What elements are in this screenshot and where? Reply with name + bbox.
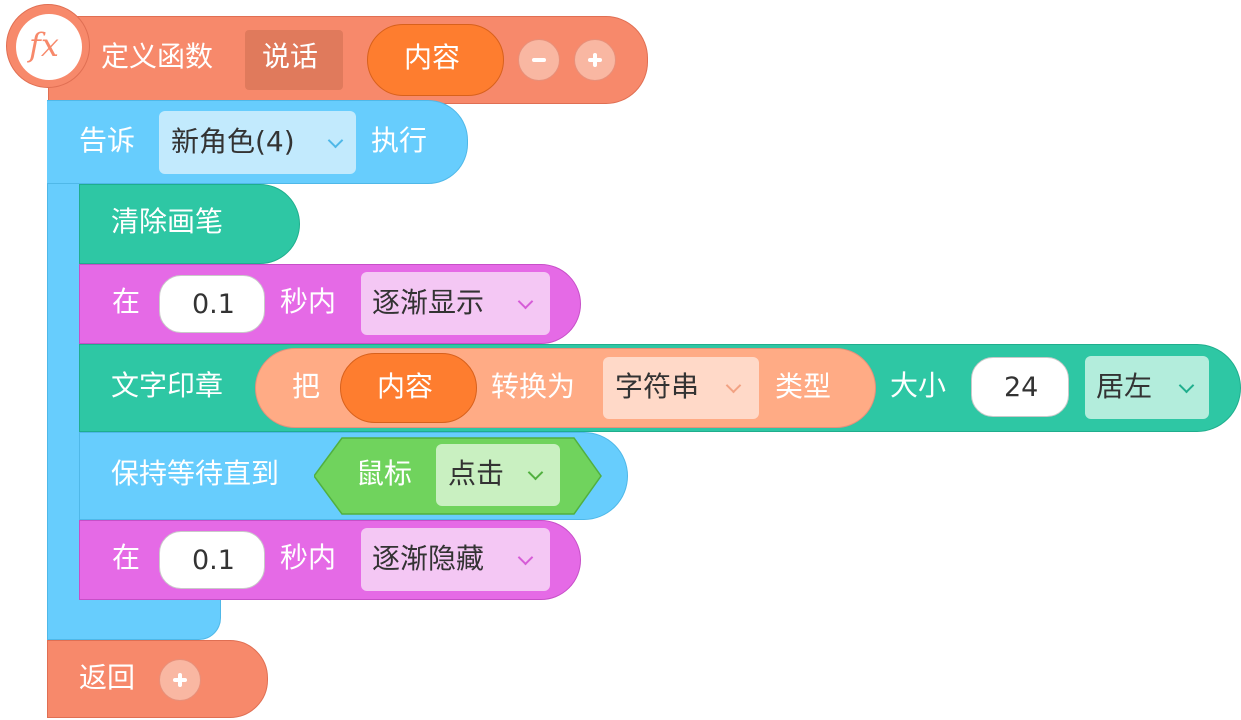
remove-param-button[interactable] (518, 39, 560, 81)
text-stamp-label: 文字印章 (111, 369, 224, 402)
tell-label: 告诉 (79, 124, 136, 157)
sprite-dropdown[interactable]: 新角色(4) (159, 111, 356, 174)
wait-until-label: 保持等待直到 (111, 457, 280, 490)
fade-out-prefix: 在 (112, 541, 141, 574)
return-block[interactable] (47, 640, 268, 718)
convert-type-dropdown[interactable]: 字符串 (603, 357, 759, 419)
return-label: 返回 (79, 661, 136, 694)
chevron-down-icon (517, 293, 534, 310)
mouse-label: 鼠标 (356, 457, 413, 490)
minus-icon (532, 58, 546, 62)
chevron-down-icon (1178, 377, 1195, 394)
chevron-down-icon (517, 549, 534, 566)
fade-in-seconds-input[interactable]: 0.1 (159, 275, 265, 333)
tell-block-bottom (47, 598, 221, 640)
fade-in-prefix: 在 (112, 285, 141, 318)
convert-type-suffix: 类型 (775, 370, 832, 403)
tell-block-rail (47, 100, 81, 640)
convert-content-pill[interactable]: 内容 (340, 353, 477, 423)
define-function-label: 定义函数 (101, 40, 214, 73)
add-return-value-button[interactable] (159, 659, 201, 701)
chevron-down-icon (725, 377, 742, 394)
clear-pen-block[interactable] (79, 184, 300, 264)
convert-prefix: 把 (292, 370, 321, 403)
fade-out-seconds-input[interactable]: 0.1 (159, 531, 265, 589)
clear-pen-label: 清除画笔 (111, 205, 224, 238)
fade-out-seconds-label: 秒内 (280, 541, 337, 574)
fx-function-icon: fx (6, 4, 90, 88)
size-label: 大小 (890, 369, 947, 402)
fade-in-effect-dropdown[interactable]: 逐渐显示 (361, 272, 550, 335)
size-input[interactable]: 24 (971, 357, 1069, 417)
function-name-field[interactable]: 说话 (245, 30, 343, 90)
mouse-event-dropdown[interactable]: 点击 (436, 444, 560, 506)
execute-label: 执行 (371, 124, 428, 157)
param-content-pill[interactable]: 内容 (367, 24, 504, 96)
fade-out-effect-dropdown[interactable]: 逐渐隐藏 (361, 528, 550, 591)
add-param-button[interactable] (574, 39, 616, 81)
fade-in-seconds-label: 秒内 (280, 285, 337, 318)
convert-to-label: 转换为 (491, 370, 576, 403)
align-dropdown[interactable]: 居左 (1085, 356, 1209, 419)
chevron-down-icon (527, 464, 544, 481)
convert-type-block[interactable]: 把 内容 转换为 字符串 类型 (255, 348, 876, 428)
chevron-down-icon (327, 132, 344, 149)
